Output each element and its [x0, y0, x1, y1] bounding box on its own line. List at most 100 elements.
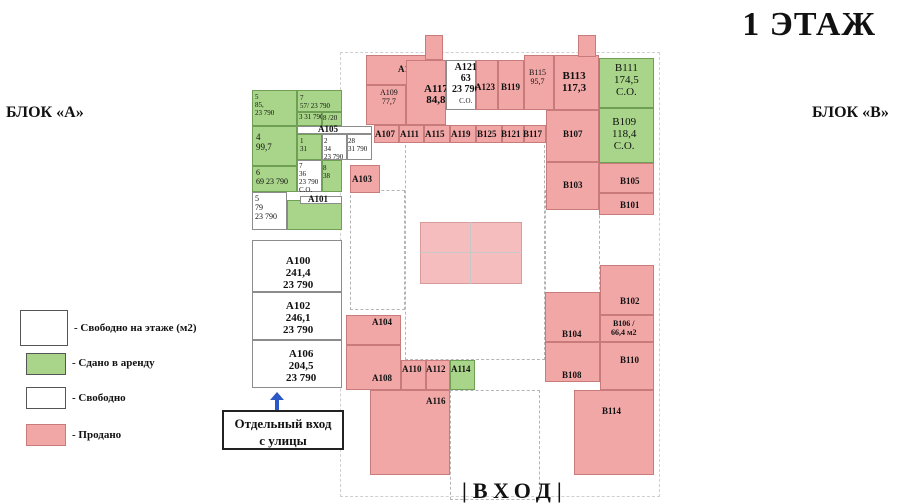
room-b111[interactable] — [599, 58, 654, 108]
room-g5-top[interactable] — [252, 90, 297, 126]
room-a102[interactable] — [252, 292, 342, 340]
room-a100[interactable] — [252, 240, 342, 292]
room-b102[interactable] — [600, 265, 654, 315]
room-a116[interactable] — [370, 390, 450, 475]
gridline — [420, 252, 522, 253]
block-b-label: БЛОК «B» — [812, 104, 889, 121]
room-a106[interactable] — [252, 340, 342, 388]
room-b114[interactable] — [574, 390, 654, 475]
room-g-small-a[interactable] — [297, 112, 322, 126]
room-a113-ext[interactable] — [425, 35, 443, 60]
room-g-small-b[interactable] — [322, 112, 342, 126]
room-b105[interactable] — [599, 163, 654, 193]
room-b113[interactable] — [554, 55, 599, 110]
room-b104[interactable] — [545, 292, 600, 342]
room-g7-top[interactable] — [297, 90, 342, 112]
room-a103-label: A103 — [352, 174, 372, 184]
room-a119-label: A119 — [451, 129, 471, 139]
room-g-small-a-label: 3 31 790 — [299, 113, 324, 121]
room-b121[interactable] — [502, 125, 524, 143]
legend-swatch-rented — [26, 353, 66, 375]
room-b106[interactable] — [600, 315, 654, 342]
room-a117[interactable] — [406, 60, 446, 125]
room-a104[interactable] — [346, 315, 401, 345]
room-a103[interactable] — [350, 165, 380, 193]
room-b113-ext[interactable] — [578, 35, 596, 57]
arrow-up-icon — [270, 392, 284, 410]
room-g4[interactable] — [252, 126, 297, 166]
room-b101-label: B101 — [620, 200, 640, 210]
room-b103[interactable] — [546, 162, 599, 210]
room-b121-label: B121 — [501, 129, 521, 139]
room-a111-label: A111 — [400, 129, 420, 139]
room-b119-label: B119 — [501, 82, 521, 92]
block-a-label: БЛОК «А» — [6, 104, 84, 121]
room-b108-label: B108 — [562, 370, 582, 380]
room-b117-label: B117 — [523, 129, 543, 139]
room-b106-label: B106 /66,4 м2 — [611, 319, 637, 337]
room-a112[interactable] — [426, 360, 450, 390]
room-g7b[interactable] — [297, 160, 322, 192]
legend-swatch-free-floor — [20, 310, 68, 346]
room-b110-label: B110 — [620, 355, 640, 365]
room-a107-label: A107 — [375, 129, 395, 139]
room-b104-label: B104 — [562, 329, 582, 339]
room-b107[interactable] — [546, 110, 599, 162]
room-a105[interactable] — [297, 126, 372, 134]
room-a114[interactable] — [450, 360, 475, 390]
room-b115[interactable] — [524, 55, 554, 110]
room-a112-label: A112 — [426, 364, 446, 374]
room-b110[interactable] — [600, 342, 654, 390]
room-a109[interactable] — [366, 85, 406, 125]
room-a101[interactable] — [300, 196, 342, 204]
room-a105-label: A105 — [318, 124, 338, 134]
room-g2[interactable] — [322, 134, 347, 160]
legend-label-free: - Свободно — [72, 392, 126, 404]
room-a108[interactable] — [346, 345, 401, 390]
room-a119[interactable] — [450, 125, 476, 143]
room-g8[interactable] — [322, 160, 342, 192]
room-a110-label: A110 — [402, 364, 422, 374]
room-a123[interactable] — [476, 60, 498, 110]
room-g6[interactable] — [252, 166, 297, 192]
room-a115[interactable] — [424, 125, 450, 143]
room-a101-label: A101 — [308, 194, 328, 204]
room-b117[interactable] — [524, 125, 546, 143]
room-a110[interactable] — [401, 360, 426, 390]
room-b101[interactable] — [599, 193, 654, 215]
gridline — [470, 222, 471, 284]
room-a121[interactable] — [446, 60, 476, 110]
room-b109[interactable] — [599, 108, 654, 163]
main-entrance-label: |ВХОД| — [462, 478, 568, 503]
room-b108[interactable] — [545, 342, 600, 382]
room-a107[interactable] — [374, 125, 399, 143]
room-a111[interactable] — [399, 125, 424, 143]
room-b119[interactable] — [498, 60, 524, 110]
legend-swatch-free — [26, 387, 66, 409]
room-g1[interactable] — [297, 134, 322, 160]
room-g5b[interactable] — [252, 192, 287, 230]
side-entrance-box: Отдельный вход с улицы — [222, 410, 344, 450]
room-a114-label: A114 — [451, 364, 471, 374]
room-b125[interactable] — [476, 125, 502, 143]
room-b103-label: B103 — [563, 180, 583, 190]
side-entrance-line2: с улицы — [259, 433, 307, 448]
room-g28[interactable] — [347, 134, 372, 160]
room-b125-label: B125 — [477, 129, 497, 139]
room-a101-block[interactable] — [287, 200, 342, 230]
